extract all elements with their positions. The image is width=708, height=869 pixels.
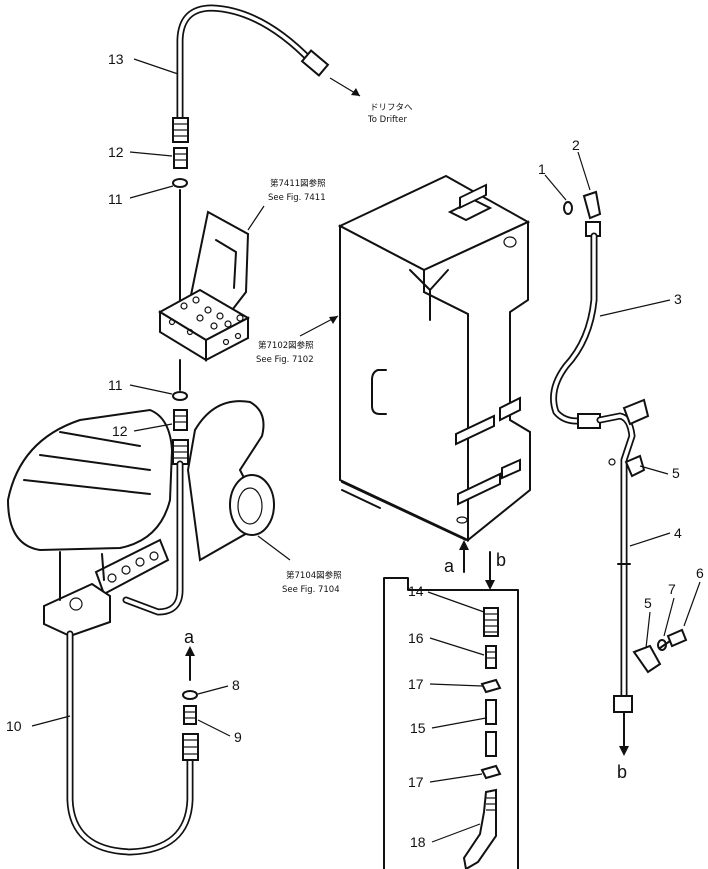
pipe-12-to-box [122, 460, 184, 616]
callout-6: 6 [696, 565, 704, 581]
callout-10: 10 [6, 718, 22, 734]
fig7104-leader [257, 535, 291, 561]
pipe-4 [596, 398, 650, 751]
hose-3 [550, 232, 601, 429]
callout-12-lower: 12 [112, 423, 128, 439]
bolt-6 [659, 628, 688, 649]
fitting-9 [183, 705, 197, 725]
o-ring-11-top [172, 178, 188, 188]
clamp-5-upper [608, 454, 646, 478]
detail-box [383, 577, 519, 869]
callout-1: 1 [538, 161, 546, 177]
callout-17-bottom: 17 [408, 774, 424, 790]
marker-a-tank: a [444, 556, 455, 576]
callout-5-upper: 5 [672, 465, 680, 481]
callout-14: 14 [408, 583, 424, 599]
callout-12-top: 12 [108, 144, 124, 160]
fig7102-note-en: See Fig. 7102 [256, 355, 314, 365]
drifter-note-en: To Drifter [367, 115, 407, 125]
fig7104-note-en: See Fig. 7104 [282, 585, 340, 595]
callout-3: 3 [674, 291, 682, 307]
fig7411-note-en: See Fig. 7411 [268, 193, 326, 203]
fig7411-leader [247, 205, 265, 231]
marker-a-left: a [184, 627, 195, 647]
clamp-5-lower [632, 644, 662, 674]
fig7411-note-jp: 第7411図参照 [270, 178, 326, 189]
o-ring-1 [563, 201, 573, 215]
arrow-a-tank-head [459, 540, 469, 550]
o-ring-8 [182, 690, 198, 700]
part-16 [485, 645, 497, 669]
callout-17-top: 17 [408, 676, 424, 692]
callout-11-lower: 11 [108, 377, 123, 393]
drifter-note-jp: ドリフタへ [370, 103, 413, 113]
part-18 [462, 788, 497, 869]
callout-8: 8 [232, 677, 240, 693]
fig7102-note-jp: 第7102図参照 [258, 340, 314, 351]
part-17-top [480, 678, 502, 694]
callout-5-lower: 5 [644, 595, 652, 611]
marker-b-tank: b [496, 550, 506, 570]
callout-18: 18 [410, 834, 426, 850]
fig7102-arrow-head [329, 316, 338, 324]
elbow-2 [582, 190, 602, 237]
marker-b-right: b [617, 762, 627, 782]
o-ring-11-lower [172, 391, 188, 401]
part-14 [483, 607, 499, 637]
fitting-12-lower [172, 409, 189, 465]
fitting-12-top [173, 147, 188, 169]
tank-fig7102 [337, 174, 531, 543]
callout-7: 7 [668, 581, 676, 597]
hose-10 [66, 630, 199, 856]
seat-assembly-fig7104 [6, 400, 275, 638]
part-15 [485, 699, 497, 757]
arrow-b-tank-head [485, 580, 495, 590]
callout-9: 9 [234, 729, 242, 745]
drifter-arrow-head [351, 88, 360, 96]
arrow-a-left-head [185, 646, 195, 656]
callout-4: 4 [674, 525, 682, 541]
part-17-bottom [480, 764, 502, 780]
hose-13 [172, 4, 330, 143]
leader-lines [31, 58, 701, 843]
callout-2: 2 [572, 137, 580, 153]
fig7104-note-jp: 第7104図参照 [286, 570, 342, 581]
callout-16: 16 [408, 630, 424, 646]
callout-11-top: 11 [108, 191, 123, 207]
arrow-b-right-head [619, 746, 629, 756]
callout-15: 15 [410, 720, 426, 736]
callout-13: 13 [108, 51, 124, 67]
valve-block-fig7411 [158, 210, 251, 362]
